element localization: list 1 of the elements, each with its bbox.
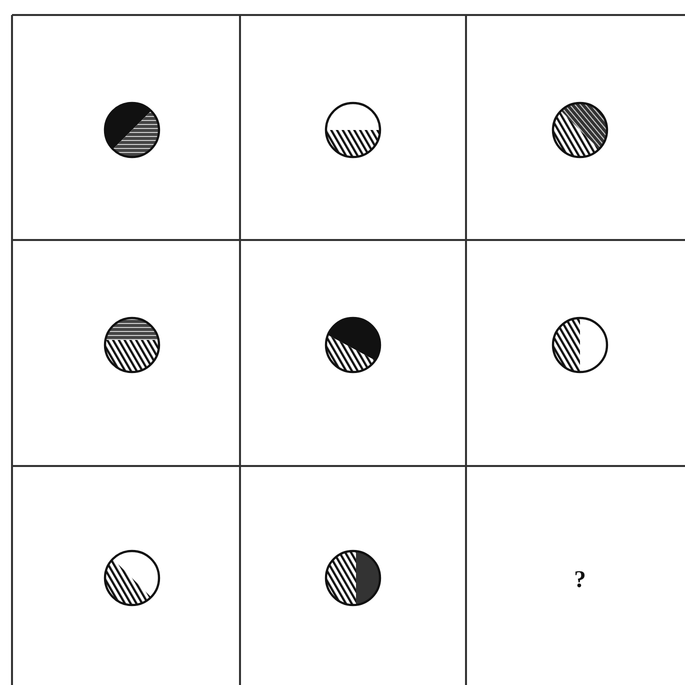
question-mark: ?: [574, 568, 586, 592]
